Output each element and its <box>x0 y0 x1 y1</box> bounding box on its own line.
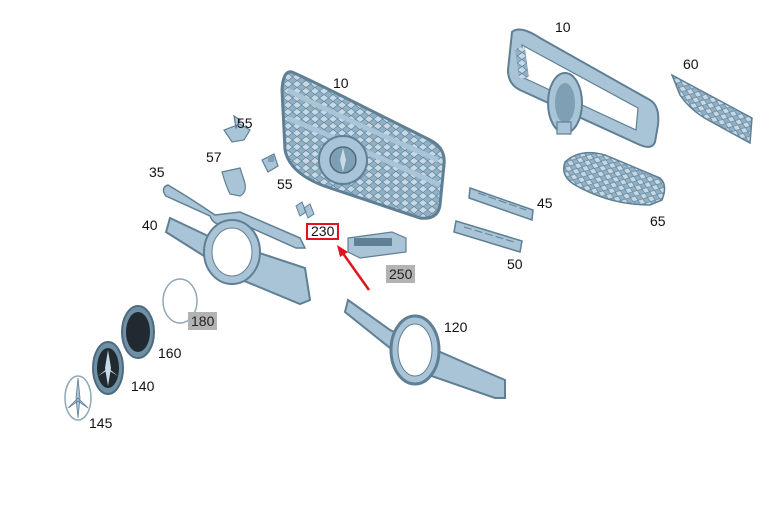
part-10-main-grille <box>280 70 446 220</box>
part-45-trim <box>468 186 534 222</box>
part-clips <box>295 201 315 219</box>
part-65-lower-mesh <box>563 151 666 206</box>
label-55-mid: 55 <box>277 176 293 192</box>
label-230-highlighted[interactable]: 230 <box>306 223 340 240</box>
part-55-sensor <box>261 153 279 173</box>
label-40: 40 <box>142 217 158 233</box>
part-180-ring <box>162 278 198 324</box>
label-57: 57 <box>206 149 222 165</box>
label-65: 65 <box>650 213 666 229</box>
label-180[interactable]: 180 <box>188 312 218 330</box>
part-40-lower-trim <box>164 216 312 306</box>
label-10-center: 10 <box>333 75 349 91</box>
label-145: 145 <box>89 415 113 431</box>
part-50-trim <box>453 220 523 253</box>
label-160: 160 <box>158 345 182 361</box>
part-140-star-emblem <box>92 341 124 395</box>
label-120: 120 <box>444 319 468 335</box>
label-10-right: 10 <box>555 19 571 35</box>
part-10-right-frame <box>506 28 660 148</box>
label-50: 50 <box>507 256 523 272</box>
label-60: 60 <box>683 56 699 72</box>
part-120-lower-trim <box>343 298 506 399</box>
part-57-bracket <box>221 167 246 197</box>
label-45: 45 <box>537 195 553 211</box>
part-250-badge <box>347 231 407 259</box>
label-55-top: 55 <box>237 115 253 131</box>
label-140: 140 <box>131 378 155 394</box>
part-60-mesh-insert <box>670 73 753 145</box>
label-35: 35 <box>149 164 165 180</box>
part-160-disc <box>121 305 155 359</box>
part-55-top-bracket <box>223 114 251 143</box>
label-250[interactable]: 250 <box>386 265 416 283</box>
part-145-star <box>64 375 92 421</box>
highlight-arrow <box>337 245 371 291</box>
